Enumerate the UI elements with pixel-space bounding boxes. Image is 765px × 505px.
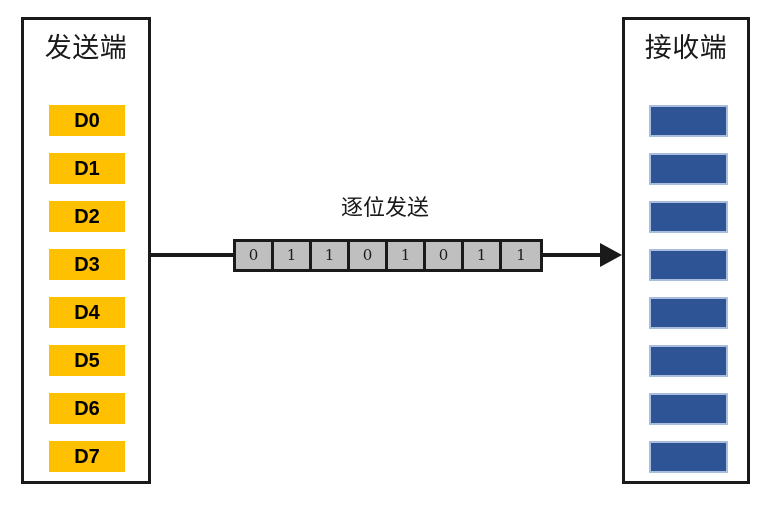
sender-data-block-3: D3	[49, 249, 125, 280]
receiver-data-block-1	[649, 153, 728, 185]
receiver-data-block-2	[649, 201, 728, 233]
arrow-head-icon	[600, 243, 622, 267]
sender-data-block-7: D7	[49, 441, 125, 472]
bit-cell-7: 1	[502, 242, 540, 269]
receiver-block-stack	[625, 20, 747, 481]
stream-label: 逐位发送	[340, 196, 429, 221]
receiver-data-block-3	[649, 249, 728, 281]
bit-cell-0: 0	[236, 242, 274, 269]
sender-title: 发送端	[44, 33, 128, 64]
sender-data-block-4: D4	[49, 297, 125, 328]
bit-cell-5: 0	[426, 242, 464, 269]
receiver-title: 接收端	[644, 33, 728, 64]
transmission-line-right	[534, 253, 610, 257]
bit-cell-6: 1	[464, 242, 502, 269]
bit-cell-4: 1	[388, 242, 426, 269]
receiver-data-block-6	[649, 393, 728, 425]
bit-cell-1: 1	[274, 242, 312, 269]
receiver-data-block-7	[649, 441, 728, 473]
receiver-data-block-0	[649, 105, 728, 137]
transmission-line-left	[150, 253, 235, 257]
sender-data-block-0: D0	[49, 105, 125, 136]
receiver-box: 接收端	[622, 17, 750, 484]
bit-cell-3: 0	[350, 242, 388, 269]
sender-data-block-2: D2	[49, 201, 125, 232]
receiver-data-block-5	[649, 345, 728, 377]
sender-data-block-6: D6	[49, 393, 125, 424]
sender-data-block-5: D5	[49, 345, 125, 376]
bit-cell-2: 1	[312, 242, 350, 269]
receiver-data-block-4	[649, 297, 728, 329]
sender-data-block-1: D1	[49, 153, 125, 184]
